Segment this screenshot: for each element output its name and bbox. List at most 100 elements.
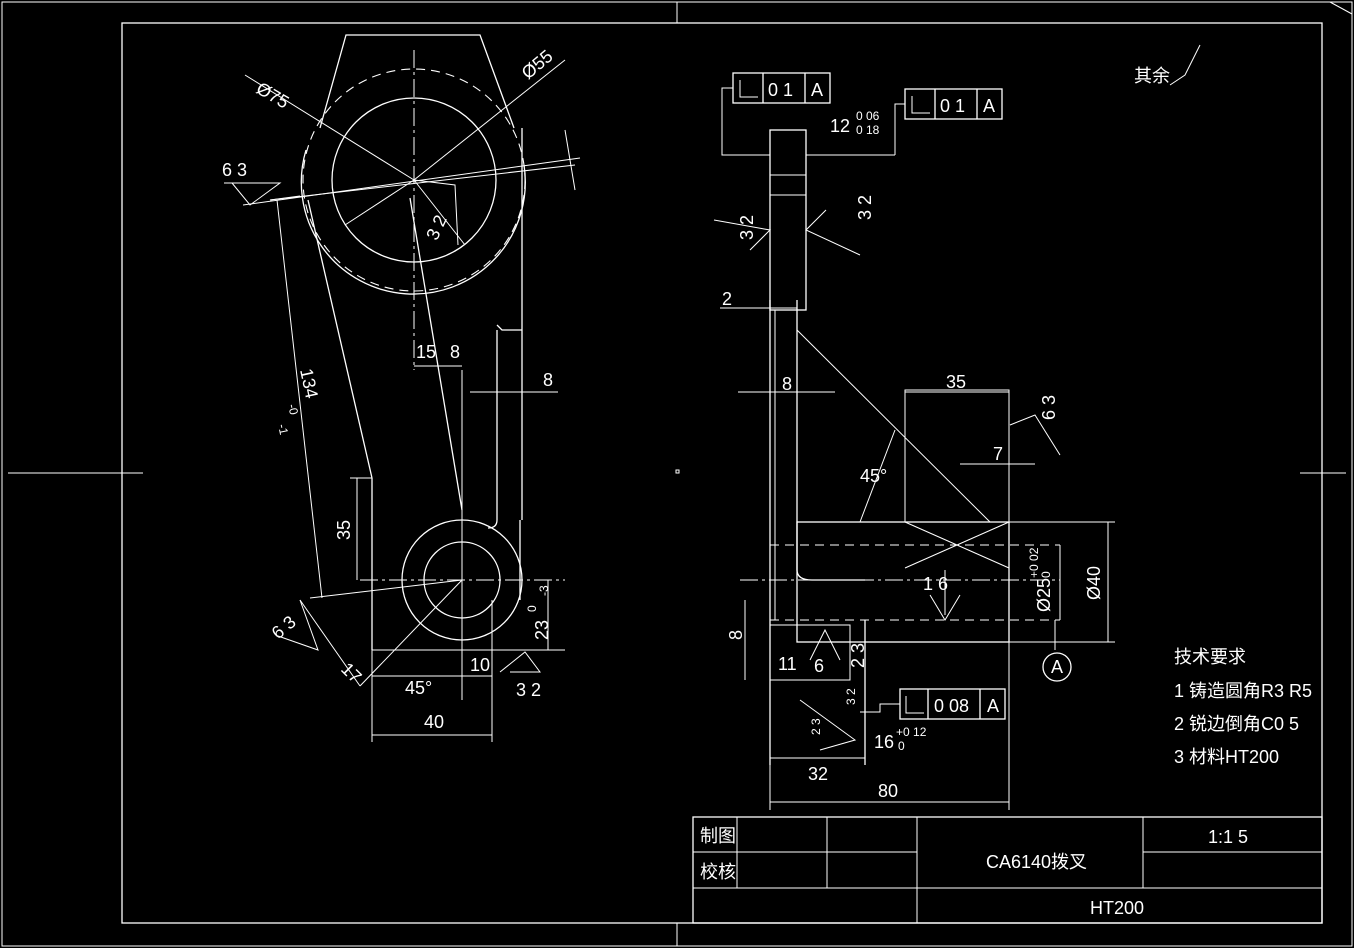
dim-134: 134: [296, 367, 322, 401]
perp-symbol-1: [739, 80, 758, 98]
tol2-value: 0 1: [940, 96, 965, 116]
dim-40: 40: [424, 712, 444, 732]
roughness-r63: 6 3: [1039, 395, 1059, 420]
dim-35: 35: [946, 372, 966, 392]
dim-d75: Ø75: [253, 78, 292, 112]
dim-12-tol-top: 0 06: [856, 109, 880, 123]
dim-134-tol-top: -0: [285, 403, 301, 417]
tb-draw-label: 制图: [700, 826, 736, 846]
dim-45-leader: [859, 429, 896, 523]
dim-134-ext: [269, 195, 301, 201]
dim-d55: Ø55: [518, 46, 557, 83]
dim-10: 10: [470, 655, 490, 675]
perp-symbol-3: [905, 696, 924, 714]
dim-d25-tol-top: +0 02: [1027, 547, 1041, 578]
dim-23-tol-bot: -3: [537, 585, 551, 596]
roughness-sym-other: [1169, 44, 1201, 86]
tol3-datum: A: [987, 696, 999, 716]
dim-d25-tol-bot: 0: [1039, 571, 1053, 578]
fork-outer-arc: [300, 149, 526, 295]
arm-step: [496, 324, 522, 331]
tol2-datum: A: [983, 96, 995, 116]
tol-frame-3-leader: [860, 703, 900, 713]
arm-left-edge: [307, 199, 373, 479]
phi55-leader: [413, 59, 566, 181]
chamfer-box: [904, 389, 1010, 523]
roughness-r32-a: 3 2: [737, 215, 757, 240]
dim-32: 32: [808, 764, 828, 784]
dim-16: 1 6: [923, 574, 948, 594]
tb-material: HT200: [1090, 898, 1144, 918]
hub-body: [796, 521, 1010, 643]
dim-35: 35: [334, 520, 354, 540]
dim-134-ext2: [309, 579, 463, 599]
top-boss: [769, 129, 807, 311]
tol3-value: 0 08: [934, 696, 969, 716]
dim-80: 80: [878, 781, 898, 801]
phi75-leader: [244, 74, 415, 181]
dim-16b-tol-bot: 0: [898, 739, 905, 753]
dim-8-b: 8: [543, 370, 553, 390]
tb-scale: 1:1 5: [1208, 827, 1248, 847]
hub-fillet: [487, 519, 498, 529]
inner-border: [121, 22, 1323, 924]
tol-frame-2-leader: [894, 103, 905, 155]
dim-12-tol-bot: 0 18: [856, 123, 880, 137]
tech-req-heading: 技术要求: [1174, 647, 1246, 667]
slant-end-mark: [564, 129, 576, 191]
radial-line-a: [344, 179, 415, 226]
dim-45deg-right: 45°: [860, 466, 887, 486]
left-view: [224, 34, 581, 742]
title-block-frame: [692, 816, 1323, 924]
dim-23: 23: [532, 620, 552, 640]
tech-req-item-1: 1 铸造圆角R3 R5: [1174, 681, 1312, 701]
roughness-sym-2: [277, 599, 319, 651]
other-roughness-label: 其余: [1134, 66, 1170, 86]
roughness-sym-r4: [929, 594, 961, 621]
roughness-r23-b: 2 3: [809, 718, 823, 735]
diag-45-line: [796, 329, 991, 523]
tech-req-item-3: 3 材料HT200: [1174, 747, 1279, 767]
roughness-63-a: 6 3: [222, 160, 247, 180]
tol1-datum: A: [811, 80, 823, 100]
roughness-r32-c: 3 2: [844, 688, 858, 705]
dim-134-tol-bot: -1: [275, 423, 291, 437]
title-block: [692, 816, 1323, 924]
center-dot: [675, 469, 680, 474]
web-fillet: [796, 569, 865, 581]
dim-8: 8: [782, 374, 792, 394]
dim-6: 6: [814, 656, 824, 676]
radial-line-b: [413, 179, 466, 246]
tol1-value: 0 1: [768, 80, 793, 100]
phi75-circle: [302, 68, 526, 292]
tb-check-label: 校核: [700, 862, 736, 882]
roughness-sym-1: [224, 182, 282, 206]
tech-req-item-2: 2 锐边倒角C0 5: [1174, 714, 1299, 734]
roughness-sym-r1: [713, 219, 772, 251]
hub-inner-circle: [423, 541, 501, 619]
roughness-r23-a: 2 3: [848, 643, 868, 668]
chamfer-45-line: [359, 579, 463, 687]
roughness-sym-r2: [805, 209, 861, 256]
hub-outer-circle: [401, 519, 523, 641]
tol-frame-1-leader: [721, 87, 735, 156]
corner-mark: [1329, 1, 1353, 15]
dim-16b-tol-top: +0 12: [896, 725, 927, 739]
fork-lug-outline: [319, 34, 515, 129]
dim-17: 17: [337, 659, 365, 687]
slant-line-2: [269, 164, 576, 201]
slant-line-1: [242, 157, 581, 206]
roughness-32-a: 3 2: [422, 212, 451, 243]
arm-middle-edge: [409, 197, 463, 511]
tb-part-name: CA6140拨叉: [986, 852, 1087, 872]
roughness-63-b: 6 3: [268, 612, 300, 643]
roughness-32-b: 3 2: [516, 680, 541, 700]
right-view: [713, 44, 1201, 810]
dim-2: 2: [722, 289, 732, 309]
datum-a-circle: [1042, 652, 1072, 682]
perp-symbol-2: [911, 96, 930, 114]
dim-12: 12: [830, 116, 850, 136]
dim-134-line: [276, 199, 323, 599]
